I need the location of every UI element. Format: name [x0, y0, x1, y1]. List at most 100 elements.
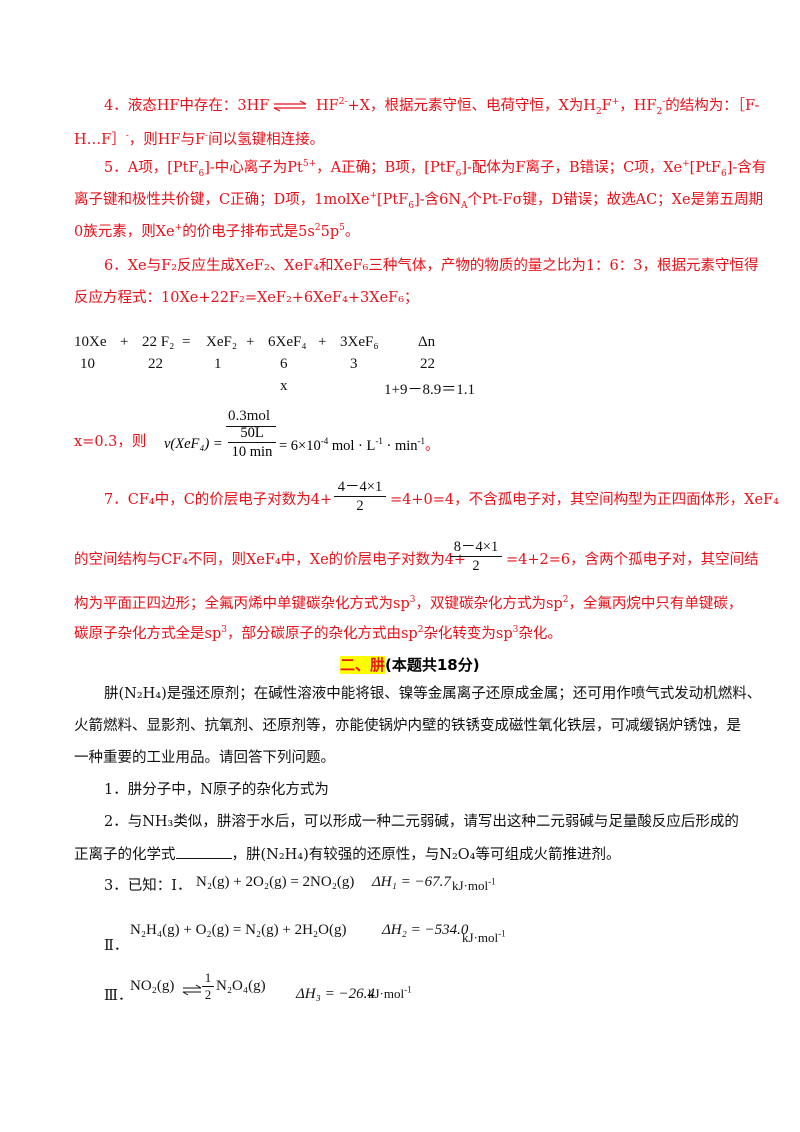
item4-line1: 4．液态HF中存在：3HF HF2-+X，根据元素守恒、电荷守恒，X为H2F+，… — [104, 96, 759, 117]
text: ，部分碳原子的杂化方式由sp — [226, 626, 418, 642]
fraction: 8－4×1 2 — [450, 538, 502, 575]
item5-line1: 5．A项，[PtF6]-中心离子为Pt5+，A正确；B项，[PtF6]-配体为F… — [104, 158, 767, 179]
text: kJ·mol — [462, 930, 499, 945]
question-2-line1: 2．与NH₃类似，肼溶于水后，可以形成一种二元弱碱，请写出这种二元弱碱与足量酸反… — [104, 814, 739, 830]
sup: 2 — [562, 595, 569, 606]
text: 杂化。 — [518, 626, 562, 642]
equation-1: N₂(g) + 2O₂(g) = 2NO₂(g) — [196, 874, 355, 890]
equilibrium-arrow-icon — [182, 984, 202, 996]
sup: + — [682, 159, 690, 170]
sup: -1 — [404, 984, 412, 995]
text: 个Pt-Fσ键，D错误；故选AC；Xe是第五周期 — [467, 192, 764, 208]
text: = 6×10 — [279, 438, 321, 454]
item5-line3: 0族元素，则Xe+的价电子排布式是5s25p5。 — [74, 222, 359, 242]
text: ，A正确；B项，[PtF — [316, 160, 456, 176]
text: 离子键和极性共价键，C正确；D项，1molXe — [74, 192, 370, 208]
text: 4．液态HF中存在：3HF — [104, 98, 270, 114]
table-cell: 22 F₂ — [142, 334, 175, 350]
text: =4+2=6，含两个孤电子对，其空间结 — [506, 552, 759, 568]
sup: + — [611, 97, 620, 108]
fraction-denominator: 10 min — [231, 444, 273, 460]
rate-symbol: v(XeF₄) = — [164, 436, 223, 452]
intro-line2: 火箭燃料、显影剂、抗氧剂、还原剂等，亦能使锅炉内壁的铁锈变成磁性氧化铁层，可减缓… — [74, 718, 741, 734]
text: 构为平面正四边形；全氟丙烯中单键碳杂化方式为sp — [74, 596, 410, 612]
section-title-highlight: 二、肼 — [340, 656, 386, 674]
rate-top-numerator: 0.3mol — [228, 408, 271, 424]
delta-h3-unit: kJ·mol-1 — [368, 984, 412, 1002]
sup: 2- — [338, 97, 348, 108]
table-cell: 6 — [280, 356, 288, 372]
text: ，全氟丙烷中只有单键碳， — [568, 596, 743, 612]
sup: 5+ — [302, 159, 317, 170]
fraction-numerator: 8－4×1 — [450, 538, 502, 557]
fraction-numerator: 4－4×1 — [334, 478, 386, 497]
text: F — [601, 98, 612, 114]
sup: 3 — [512, 625, 519, 636]
text: 正离子的化学式 — [74, 847, 176, 863]
text: 含有 — [737, 160, 767, 176]
fraction-denominator: 2 — [356, 498, 364, 514]
fraction-denominator: 2 — [204, 987, 212, 1002]
text: 配体为F离子，B错误；C项，Xe — [471, 160, 683, 176]
delta-h2-unit: kJ·mol-1 — [462, 929, 506, 946]
sup: -1 — [375, 436, 383, 447]
section-title: 二、肼(本题共18分) — [340, 654, 480, 675]
equation-3-reactant: NO₂(g) — [130, 978, 175, 994]
rate-result: = 6×10-4 mol · L-1 · min-1。 — [279, 436, 440, 456]
table-cell: 10Xe — [74, 334, 107, 350]
table-cell: 3XeF₆ — [340, 334, 379, 350]
text: 。 — [344, 224, 360, 240]
fraction: 4－4×1 2 — [334, 478, 386, 515]
text: 间以氢键相连接。 — [208, 132, 325, 148]
text: 5．A项，[PtF — [104, 160, 199, 176]
question-3-label-2: Ⅱ． — [104, 938, 129, 954]
text: [PtF — [689, 160, 721, 176]
text: mol · L — [328, 438, 376, 454]
text: +X，根据元素守恒、电荷守恒，X为H — [347, 98, 596, 114]
item5-line2: 离子键和极性共价键，C正确；D项，1molXe+[PtF6]-含6NA个Pt-F… — [74, 190, 764, 211]
sup: - — [205, 131, 209, 142]
text: · min — [382, 438, 418, 454]
item7-line4: 碳原子杂化方式全是sp3，部分碳原子的杂化方式由sp2杂化转变为sp3杂化。 — [74, 624, 562, 644]
text: 杂化转变为sp — [423, 626, 513, 642]
table-cell: 22 — [420, 356, 435, 372]
sup: - — [662, 97, 666, 108]
sup: 3 — [409, 595, 416, 606]
text: [PtF — [377, 192, 409, 208]
fraction-numerator: 1 — [202, 970, 214, 987]
delta-h1: ΔH₁ = −67.7 — [372, 874, 451, 890]
sub: A — [461, 200, 468, 211]
equilibrium-arrow-icon — [274, 100, 307, 112]
answer-blank[interactable] — [175, 844, 232, 859]
text: 5p — [320, 224, 340, 240]
delta-h1-unit: kJ·mol-1 — [452, 877, 496, 894]
text: ]- — [461, 160, 472, 176]
text: ]- — [204, 160, 215, 176]
equation-2: N₂H₄(g) + O₂(g) = N₂(g) + 2H₂O(g) — [130, 922, 347, 938]
item7-line3: 构为平面正四边形；全氟丙烯中单键碳杂化方式为sp3，双键碳杂化方式为sp2，全氟… — [74, 594, 742, 614]
text: 的价电子排布式是5s — [182, 224, 315, 240]
text: 碳原子杂化方式全是sp — [74, 626, 222, 642]
table-cell: 1+9－8.9＝1.1 — [384, 382, 475, 398]
fraction-denominator: 2 — [472, 558, 480, 574]
text: 中心离子为Pt — [214, 160, 303, 176]
sup: 3 — [221, 625, 227, 636]
sup: 5 — [339, 223, 345, 234]
text: kJ·mol — [452, 878, 489, 893]
intro-line3: 一种重要的工业用品。请回答下列问题。 — [74, 750, 335, 766]
delta-h3: ΔH₃ = −26.4 — [296, 986, 375, 1002]
text: ，双键碳杂化方式为sp — [415, 596, 563, 612]
sub: 2 — [595, 106, 602, 117]
sup: + — [369, 191, 378, 202]
table-cell: Δn — [418, 334, 436, 350]
text: x=0.3，则 — [74, 434, 147, 450]
equation-3-fraction: 1 2 — [202, 970, 214, 1003]
text: 7．CF₄中，C的价层电子对数为4+ — [104, 492, 333, 508]
table-cell: = — [182, 334, 191, 350]
intro-line1: 肼(N₂H₄)是强还原剂；在碱性溶液中能将银、镍等金属离子还原成金属；还可用作喷… — [104, 686, 762, 702]
text: HF — [311, 98, 339, 114]
text: 含6N — [424, 192, 462, 208]
table-cell: 6XeF₄ — [268, 334, 307, 350]
item4-line2: H…F］-，则HF与F-间以氢键相连接。 — [74, 130, 324, 150]
